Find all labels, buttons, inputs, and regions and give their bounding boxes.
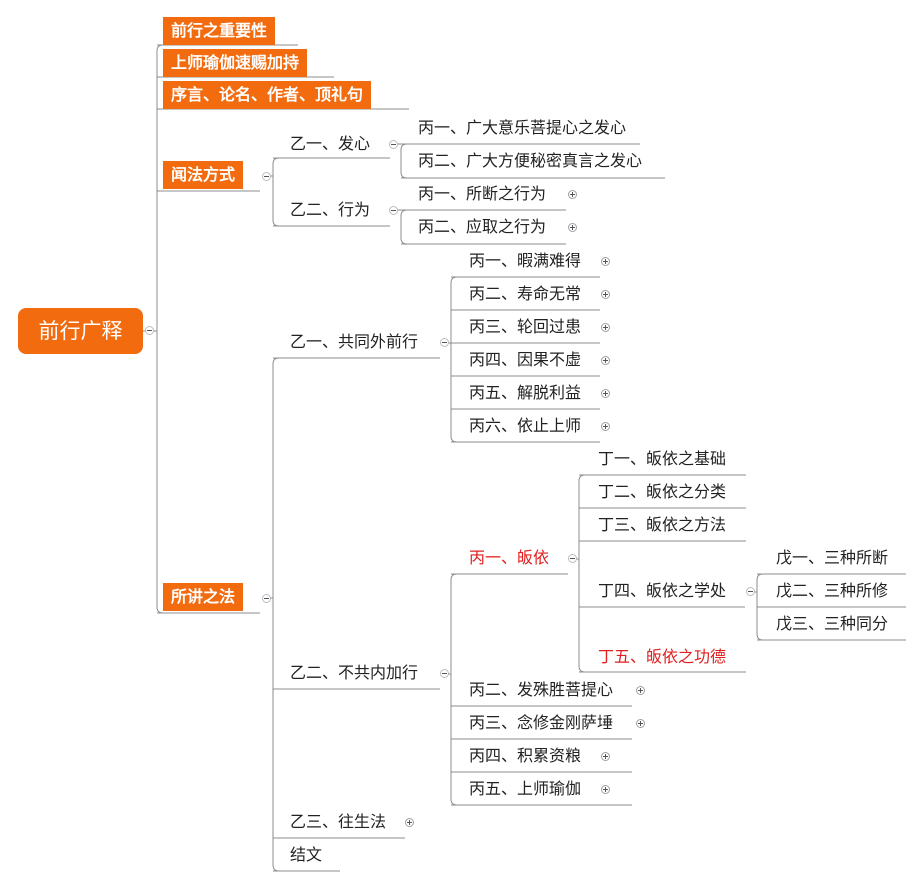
node-three-similar[interactable]: 戊三、三种同分 <box>776 614 889 633</box>
node-vajrasattva[interactable]: 丙三、念修金刚萨埵 <box>469 713 614 732</box>
connector-line <box>272 357 280 872</box>
node-conduct-abandon[interactable]: 丙一、所断之行为 <box>418 184 547 203</box>
node-three-practice[interactable]: 戊二、三种所修 <box>776 581 889 600</box>
vajrasattva-expand-icon[interactable] <box>636 719 645 728</box>
node-mantra-motivation[interactable]: 丙二、广大方便秘密真言之发心 <box>418 151 643 170</box>
node-refuge[interactable]: 丙一、皈依 <box>469 548 550 567</box>
listening-collapse-icon[interactable] <box>262 172 271 181</box>
connector-line <box>400 143 408 179</box>
node-liberation-benefits[interactable]: 丙五、解脱利益 <box>469 383 582 402</box>
node-common-preliminaries[interactable]: 乙一、共同外前行 <box>290 332 419 351</box>
node-teaching[interactable]: 所讲之法 <box>163 583 244 611</box>
transference-expand-icon[interactable] <box>405 818 414 827</box>
node-refuge-benefits[interactable]: 丁五、皈依之功德 <box>598 647 727 666</box>
node-guru-yoga[interactable]: 丙五、上师瑜伽 <box>469 779 582 798</box>
node-refuge-precepts[interactable]: 丁四、皈依之学处 <box>598 581 727 600</box>
liberation-expand-icon[interactable] <box>601 389 610 398</box>
node-three-abandon[interactable]: 戊一、三种所断 <box>776 548 889 567</box>
connector-line <box>272 157 280 227</box>
node-motivation[interactable]: 乙一、发心 <box>290 134 371 153</box>
relying-teacher-expand-icon[interactable] <box>601 422 610 431</box>
teaching-collapse-icon[interactable] <box>262 594 271 603</box>
node-conduct-adopt[interactable]: 丙二、应取之行为 <box>418 217 547 236</box>
node-listening[interactable]: 闻法方式 <box>163 161 244 189</box>
accumulation-expand-icon[interactable] <box>601 752 610 761</box>
human-birth-expand-icon[interactable] <box>601 257 610 266</box>
samsara-expand-icon[interactable] <box>601 323 610 332</box>
node-accumulation[interactable]: 丙四、积累资粮 <box>469 746 582 765</box>
node-uncommon-preliminaries[interactable]: 乙二、不共内加行 <box>290 663 419 682</box>
refuge-collapse-icon[interactable] <box>568 554 577 563</box>
conduct-adopt-expand-icon[interactable] <box>568 223 577 232</box>
node-precious-human-birth[interactable]: 丙一、暇满难得 <box>469 251 582 270</box>
node-karma[interactable]: 丙四、因果不虚 <box>469 350 582 369</box>
motivation-collapse-icon[interactable] <box>389 140 398 149</box>
uncommon-collapse-icon[interactable] <box>440 669 449 678</box>
karma-expand-icon[interactable] <box>601 356 610 365</box>
impermanence-expand-icon[interactable] <box>601 290 610 299</box>
connector-line <box>450 276 458 443</box>
node-refuge-method[interactable]: 丁三、皈依之方法 <box>598 515 727 534</box>
root-node[interactable]: 前行广释 <box>18 308 143 354</box>
node-impermanence[interactable]: 丙二、寿命无常 <box>469 284 582 303</box>
common-collapse-icon[interactable] <box>440 338 449 347</box>
precepts-collapse-icon[interactable] <box>746 587 755 596</box>
node-importance[interactable]: 前行之重要性 <box>163 17 276 45</box>
connector-line <box>578 474 586 673</box>
connector-line <box>400 209 408 245</box>
node-guru-yoga-blessing[interactable]: 上师瑜伽速赐加持 <box>163 49 308 77</box>
conduct-abandon-expand-icon[interactable] <box>568 190 577 199</box>
connector-line <box>156 44 164 614</box>
node-samsara-suffering[interactable]: 丙三、轮回过患 <box>469 317 582 336</box>
node-bodhicitta[interactable]: 丙二、发殊胜菩提心 <box>469 680 614 699</box>
bodhicitta-expand-icon[interactable] <box>636 686 645 695</box>
guru-yoga-expand-icon[interactable] <box>601 785 610 794</box>
node-conclusion[interactable]: 结文 <box>290 845 323 864</box>
node-refuge-classification[interactable]: 丁二、皈依之分类 <box>598 482 727 501</box>
node-refuge-basis[interactable]: 丁一、皈依之基础 <box>598 449 727 468</box>
node-transference[interactable]: 乙三、往生法 <box>290 812 387 831</box>
node-bodhicitta-motivation[interactable]: 丙一、广大意乐菩提心之发心 <box>418 118 627 137</box>
root-collapse-icon[interactable] <box>145 326 154 335</box>
connector-line <box>450 573 458 806</box>
node-preface[interactable]: 序言、论名、作者、顶礼句 <box>163 81 372 109</box>
node-conduct[interactable]: 乙二、行为 <box>290 200 371 219</box>
conduct-collapse-icon[interactable] <box>389 206 398 215</box>
node-relying-teacher[interactable]: 丙六、依止上师 <box>469 416 582 435</box>
